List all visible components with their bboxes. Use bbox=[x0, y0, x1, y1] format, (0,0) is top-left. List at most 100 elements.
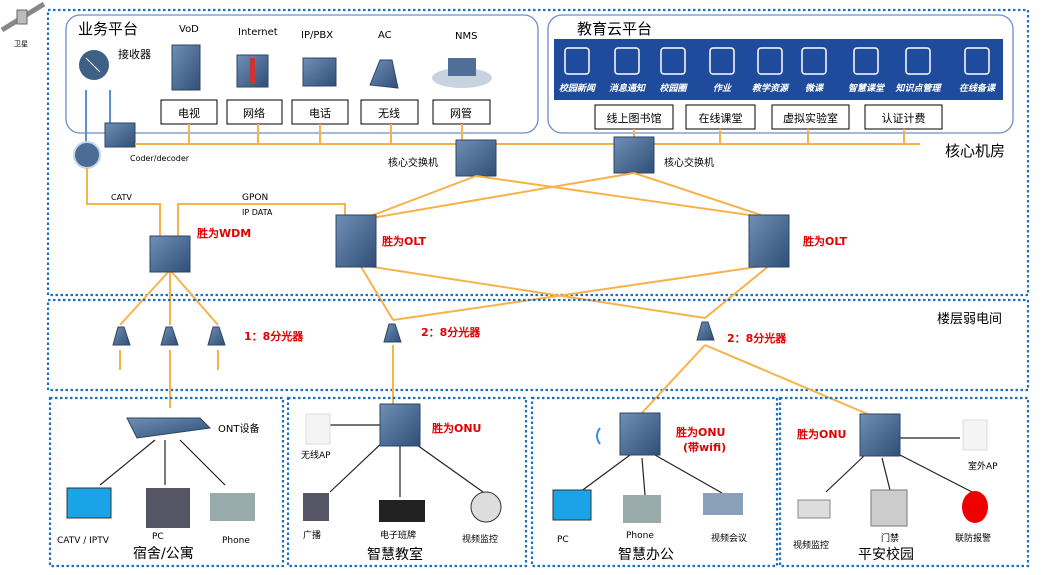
svg-text:网管: 网管 bbox=[450, 106, 472, 120]
alarm-icon bbox=[962, 491, 988, 523]
nms-icon bbox=[432, 68, 492, 88]
zone-title: 平安校园 bbox=[858, 546, 914, 563]
splitter-icon bbox=[112, 326, 131, 346]
banner-item-label[interactable]: 在线备课 bbox=[959, 83, 997, 94]
endpoint-label: 电子班牌 bbox=[380, 529, 416, 541]
banner-item-icon[interactable] bbox=[905, 47, 931, 75]
zone-title: 宿舍/公寓 bbox=[133, 545, 194, 562]
vod-server-icon bbox=[171, 44, 201, 91]
zone-office bbox=[530, 396, 779, 568]
ac-controller-icon bbox=[369, 59, 399, 89]
service-internet: Internet Internet 网络 bbox=[226, 27, 283, 125]
laptop-icon bbox=[552, 489, 592, 521]
endpoint-label: 广播 bbox=[303, 529, 321, 541]
banner-item-label[interactable]: 作业 bbox=[713, 83, 732, 94]
banner-item-icon[interactable] bbox=[709, 47, 735, 75]
endpoint-label: 视频监控 bbox=[462, 533, 498, 545]
phone-icon bbox=[623, 495, 661, 523]
endpoint-label: 联防报警 bbox=[955, 532, 991, 544]
zone-classroom bbox=[286, 396, 528, 568]
wdm-icon bbox=[149, 235, 191, 273]
endpoint-label: CATV / IPTV bbox=[57, 536, 110, 546]
endpoint-label: PC bbox=[152, 532, 164, 542]
banner-item-label[interactable]: 校园圈 bbox=[659, 83, 688, 94]
banner-item-label[interactable]: 消息通知 bbox=[609, 83, 647, 94]
core-room-zone bbox=[46, 8, 1030, 297]
zone-dorm bbox=[48, 396, 285, 568]
olt-2-icon bbox=[748, 214, 790, 268]
floor-label: 楼层弱电间 bbox=[937, 312, 1002, 327]
svg-text:VoD: VoD bbox=[179, 24, 199, 35]
banner-item-icon[interactable] bbox=[853, 47, 879, 75]
zone-title: 智慧教室 bbox=[367, 546, 423, 563]
endpoint-label: Phone bbox=[626, 531, 654, 541]
banner-item-label[interactable]: 教学资源 bbox=[752, 83, 790, 94]
wifi-icon bbox=[596, 427, 601, 445]
banner-item-icon[interactable] bbox=[564, 47, 590, 75]
coder-label: Coder/decoder bbox=[130, 154, 190, 163]
svg-text:无线: 无线 bbox=[378, 106, 400, 120]
banner-item-icon[interactable] bbox=[964, 47, 990, 75]
onu-label: 胜为ONU bbox=[431, 421, 482, 435]
banner-item-label[interactable]: 智慧课堂 bbox=[848, 83, 886, 94]
edu-modules: 线上图书馆在线课堂虚拟实验室认证计费 bbox=[594, 104, 943, 130]
module-box bbox=[685, 104, 756, 130]
tv-icon bbox=[66, 487, 112, 519]
svg-text:NMS: NMS bbox=[455, 31, 477, 42]
splitter-icon bbox=[160, 326, 179, 346]
splitter-2-label: 2：8分光器 bbox=[421, 325, 481, 339]
ont-label: ONT设备 bbox=[218, 422, 259, 435]
ap-label: 无线AP bbox=[301, 449, 331, 461]
onu-label: 胜为ONU bbox=[675, 425, 726, 439]
onu-label: 胜为ONU bbox=[796, 427, 847, 441]
core-switch-1-label: 核心交换机 bbox=[388, 156, 438, 169]
catv-label: CATV bbox=[111, 193, 132, 202]
olt-1-label: 胜为OLT bbox=[381, 234, 427, 248]
banner-item-icon[interactable] bbox=[614, 47, 640, 75]
module-label: 在线课堂 bbox=[699, 111, 743, 125]
banner-item-icon[interactable] bbox=[660, 47, 686, 75]
svg-text:IP/PBX: IP/PBX bbox=[301, 30, 333, 41]
core-switch-2-icon bbox=[613, 136, 655, 174]
e-board-icon bbox=[379, 500, 425, 522]
satellite-icon bbox=[0, 1, 46, 33]
onu-note: (带wifi) bbox=[683, 440, 726, 454]
banner-item-icon[interactable] bbox=[757, 47, 783, 75]
business-platform-title: 业务平台 bbox=[78, 20, 138, 38]
svg-text:电话: 电话 bbox=[309, 107, 331, 120]
module-label: 线上图书馆 bbox=[607, 111, 662, 125]
edu-cloud-title: 教育云平台 bbox=[577, 20, 652, 38]
zone-title: 智慧办公 bbox=[618, 547, 674, 563]
wdm-label: 胜为WDM bbox=[196, 226, 251, 240]
pc-icon bbox=[146, 488, 190, 528]
module-box bbox=[771, 104, 850, 130]
banner-item-label[interactable]: 校园新闻 bbox=[559, 83, 597, 94]
phone-icon bbox=[210, 493, 255, 521]
converter-icon bbox=[73, 141, 101, 169]
access-gate-icon bbox=[870, 489, 908, 527]
banner-item-icon[interactable] bbox=[801, 47, 827, 75]
core-switch-1-icon bbox=[455, 139, 497, 177]
module-label: 认证计费 bbox=[882, 112, 926, 125]
splitter-3-label: 2：8分光器 bbox=[727, 331, 787, 345]
endpoint-label: 视频会议 bbox=[711, 532, 747, 544]
pbx-icon bbox=[302, 57, 337, 87]
outdoor-ap-icon bbox=[962, 419, 988, 451]
wireless-ap-icon bbox=[305, 413, 331, 445]
ont-icon bbox=[126, 417, 212, 439]
banner-item-label[interactable]: 微课 bbox=[805, 83, 825, 94]
dome-camera-icon bbox=[470, 491, 502, 523]
ap-label: 室外AP bbox=[968, 460, 998, 472]
satellite-label: 卫星 bbox=[14, 40, 28, 48]
edu-cloud-banner bbox=[554, 39, 1003, 100]
splitter-icon bbox=[207, 326, 226, 346]
coder-decoder-icon bbox=[104, 122, 136, 148]
endpoint-label: 门禁 bbox=[881, 532, 899, 544]
svg-text:电视: 电视 bbox=[178, 106, 200, 120]
core-room-label: 核心机房 bbox=[945, 142, 1005, 160]
olt-1-icon bbox=[335, 214, 377, 268]
splitter-icon bbox=[383, 323, 402, 343]
banner-items: 校园新闻 消息通知 校园圈 作业 教学资源 微课 智慧课堂知识点管理 在线备课 bbox=[559, 47, 997, 94]
banner-item-label[interactable]: 知识点管理 bbox=[894, 83, 942, 94]
